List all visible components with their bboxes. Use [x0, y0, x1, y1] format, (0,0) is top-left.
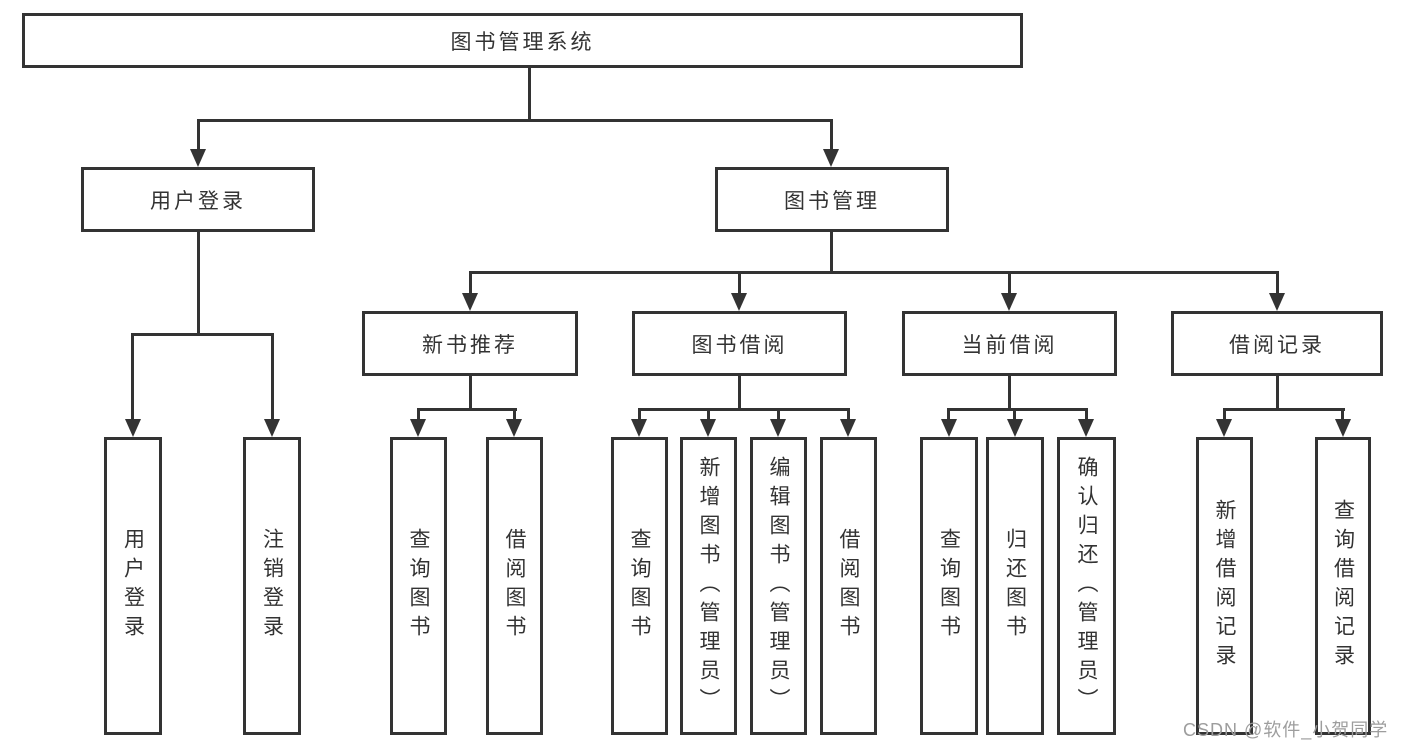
leaf-add-books-admin: 新增图书（管理员）: [680, 437, 737, 735]
leaf-user-login: 用户登录: [104, 437, 162, 735]
node-label: 图书管理: [784, 189, 880, 213]
arrow-down-icon: [190, 149, 206, 167]
node-label: 图书借阅: [691, 333, 788, 357]
edge-leaf-drop: [1341, 408, 1344, 421]
edge-recommend-branch: [417, 408, 517, 411]
edge-leaf-drop: [131, 333, 134, 421]
leaf-add-borrow-record: 新增借阅记录: [1196, 437, 1253, 735]
node-label: 编辑图书（管理员）: [767, 455, 790, 717]
leaf-borrow-books-recommend: 借阅图书: [486, 437, 543, 735]
arrow-down-icon: [264, 419, 280, 437]
edge-root-stem: [528, 68, 531, 122]
edge-leaf-drop: [1085, 408, 1088, 421]
edge-book-mgmt-drop: [830, 119, 833, 151]
edge-user-login-stem: [197, 232, 200, 336]
arrow-down-icon: [700, 419, 716, 437]
node-label: 借阅记录: [1229, 333, 1325, 357]
node-new-book-recommend: 新书推荐: [362, 311, 578, 376]
leaf-borrow-books: 借阅图书: [820, 437, 877, 735]
arrow-down-icon: [731, 293, 747, 311]
node-root-system: 图书管理系统: [22, 13, 1023, 68]
leaf-query-books-recommend: 查询图书: [390, 437, 447, 735]
leaf-logout: 注销登录: [243, 437, 301, 735]
leaf-query-books-current: 查询图书: [920, 437, 978, 735]
arrow-down-icon: [1007, 419, 1023, 437]
arrow-down-icon: [770, 419, 786, 437]
node-label: 新书推荐: [422, 333, 518, 357]
arrow-down-icon: [1216, 419, 1232, 437]
leaf-query-borrow-record: 查询借阅记录: [1315, 437, 1371, 735]
node-label: 借阅图书: [837, 528, 860, 644]
edge-leaf-drop: [847, 408, 850, 421]
node-label: 归还图书: [1003, 528, 1027, 644]
leaf-edit-books-admin: 编辑图书（管理员）: [750, 437, 807, 735]
node-label: 新增借阅记录: [1213, 499, 1236, 673]
node-borrowing-records: 借阅记录: [1171, 311, 1383, 376]
leaf-query-books-borrowing: 查询图书: [611, 437, 668, 735]
node-label: 借阅图书: [503, 528, 526, 644]
edge-leaf-drop: [513, 408, 516, 421]
edge-leaf-drop: [707, 408, 710, 421]
node-label: 查询图书: [628, 528, 651, 644]
edge-leaf-drop: [271, 333, 274, 421]
edge-recommend-stem: [469, 376, 472, 410]
node-user-login: 用户登录: [81, 167, 315, 232]
leaf-return-books: 归还图书: [986, 437, 1044, 735]
node-label: 用户登录: [121, 528, 145, 644]
node-label: 新增图书（管理员）: [697, 455, 720, 717]
edge-leaf-drop: [1223, 408, 1226, 421]
node-label: 当前借阅: [961, 333, 1058, 357]
edge-leaf-drop: [777, 408, 780, 421]
edge-level3-drop: [738, 271, 741, 295]
edge-user-login-drop: [197, 119, 200, 151]
edge-level3-drop: [1276, 271, 1279, 295]
node-book-management: 图书管理: [715, 167, 949, 232]
edge-level3-drop: [469, 271, 472, 295]
edge-borrowing-branch: [638, 408, 850, 411]
edge-leaf-drop: [417, 408, 420, 421]
arrow-down-icon: [125, 419, 141, 437]
node-label: 图书管理系统: [450, 30, 595, 54]
edge-current-branch: [947, 408, 1088, 411]
leaf-confirm-return-admin: 确认归还（管理员）: [1057, 437, 1116, 735]
arrow-down-icon: [410, 419, 426, 437]
edge-book-mgmt-branch: [469, 271, 1279, 274]
node-label: 查询借阅记录: [1331, 499, 1355, 673]
arrow-down-icon: [941, 419, 957, 437]
arrow-down-icon: [506, 419, 522, 437]
arrow-down-icon: [1078, 419, 1094, 437]
edge-root-branch: [197, 119, 833, 122]
arrow-down-icon: [1269, 293, 1285, 311]
arrow-down-icon: [462, 293, 478, 311]
node-label: 查询图书: [937, 528, 961, 644]
edge-user-login-branch: [131, 333, 274, 336]
node-label: 用户登录: [150, 189, 246, 213]
edge-borrowing-stem: [738, 376, 741, 410]
node-label: 查询图书: [407, 528, 430, 644]
node-label: 注销登录: [260, 528, 284, 644]
edge-leaf-drop: [947, 408, 950, 421]
edge-level3-drop: [1008, 271, 1011, 295]
csdn-watermark: CSDN @软件_小贺同学: [1183, 720, 1389, 740]
node-current-borrowing: 当前借阅: [902, 311, 1117, 376]
arrow-down-icon: [840, 419, 856, 437]
edge-leaf-drop: [1013, 408, 1016, 421]
edge-records-branch: [1223, 408, 1345, 411]
edge-leaf-drop: [638, 408, 641, 421]
arrow-down-icon: [631, 419, 647, 437]
edge-current-stem: [1008, 376, 1011, 410]
node-label: 确认归还（管理员）: [1075, 455, 1098, 717]
edge-book-mgmt-stem: [830, 232, 833, 273]
edge-records-stem: [1276, 376, 1279, 410]
arrow-down-icon: [1335, 419, 1351, 437]
arrow-down-icon: [823, 149, 839, 167]
arrow-down-icon: [1001, 293, 1017, 311]
node-book-borrowing: 图书借阅: [632, 311, 847, 376]
